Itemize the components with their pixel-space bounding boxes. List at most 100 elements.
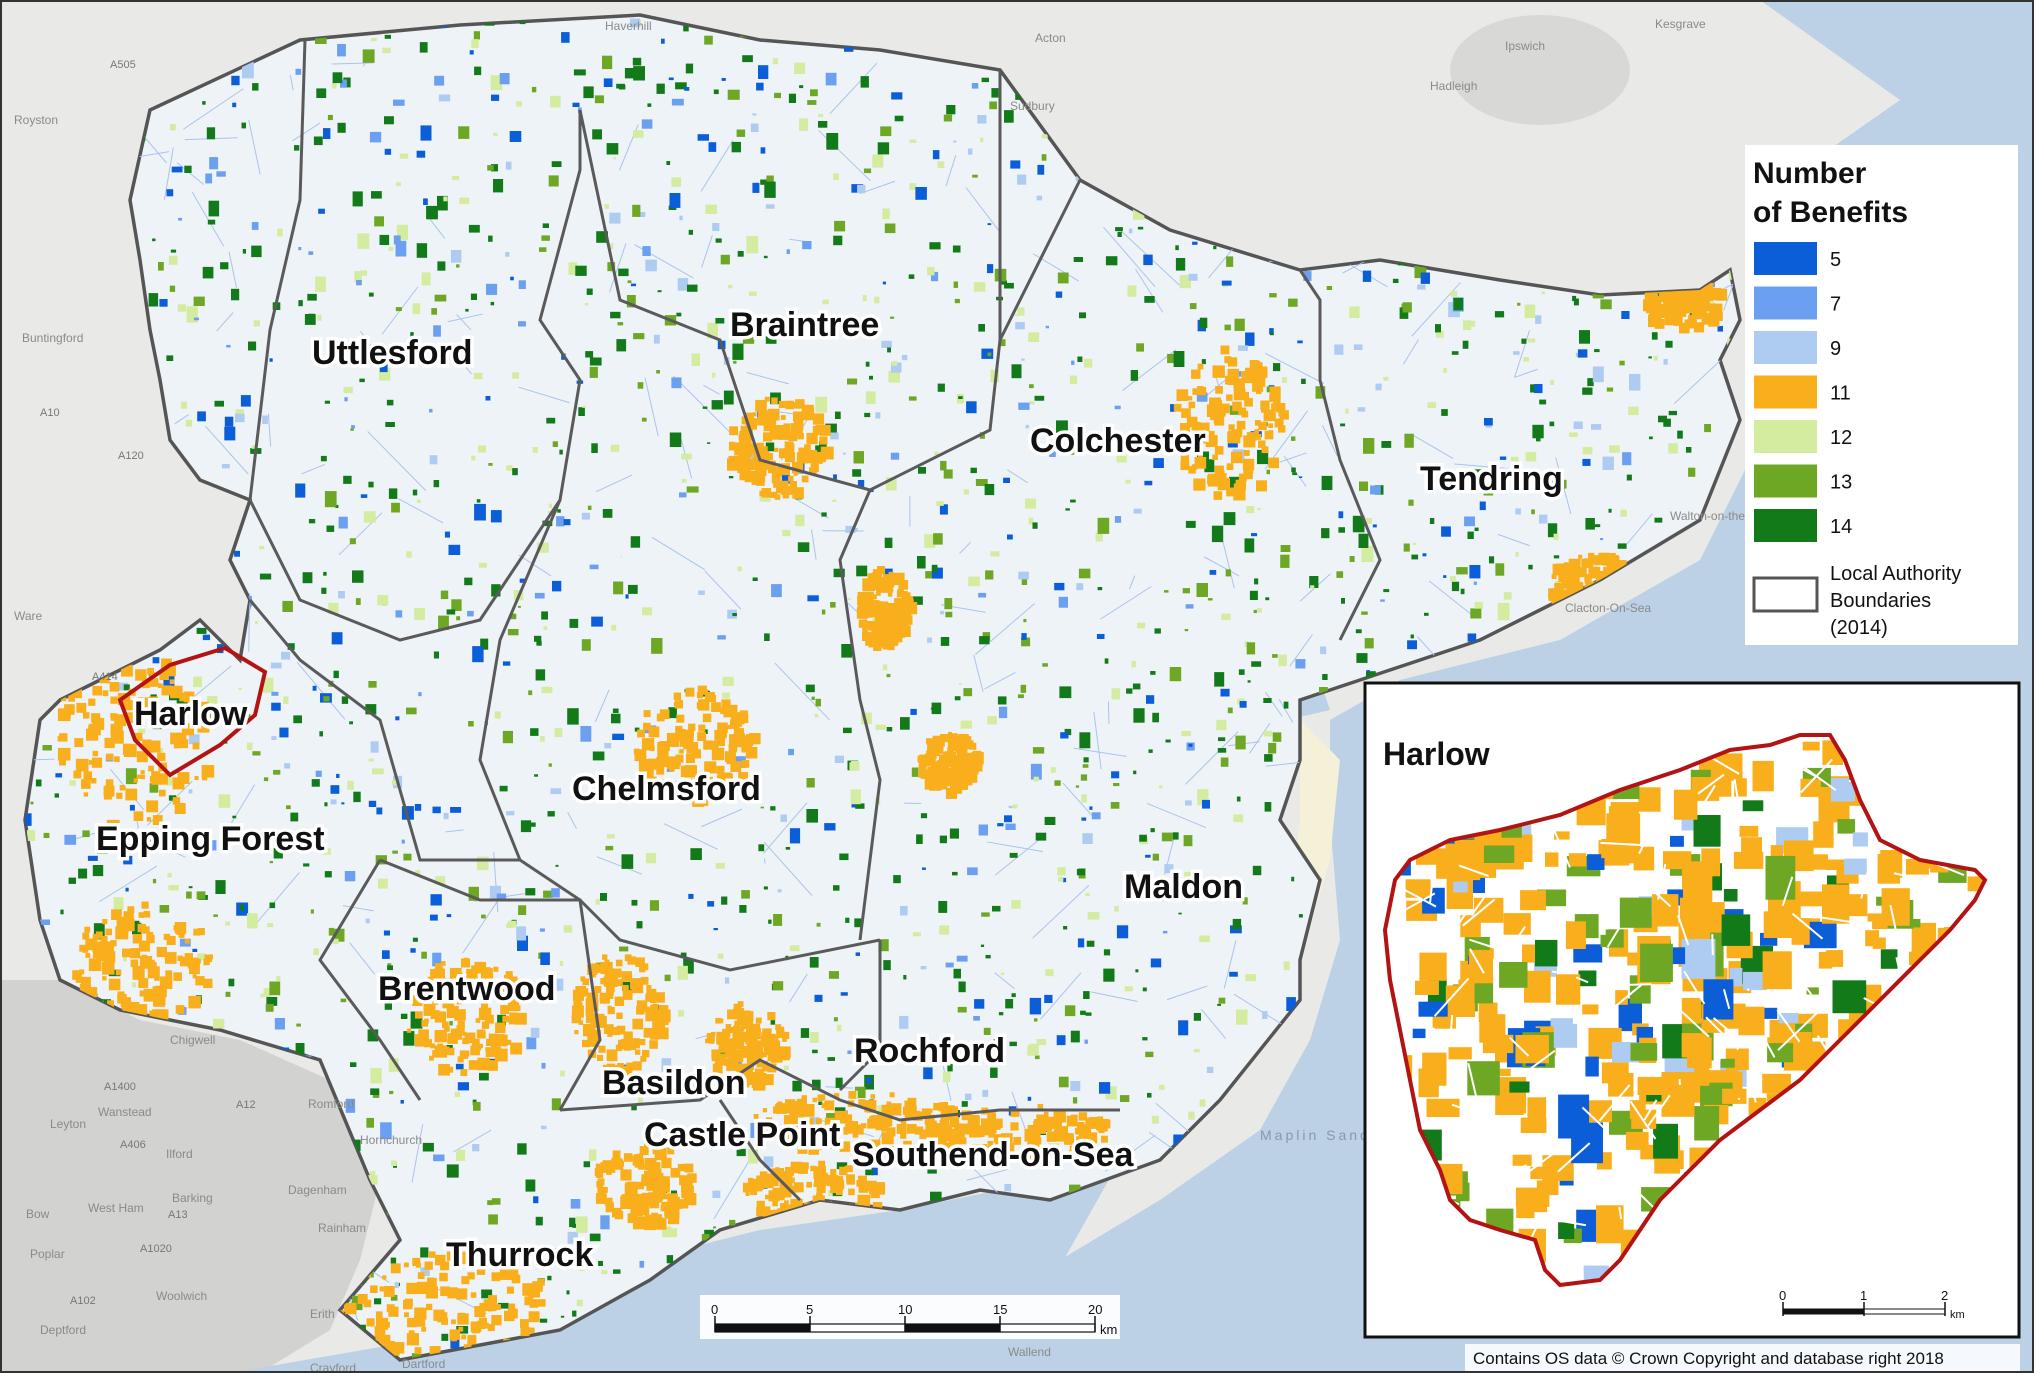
benefit-patch	[1027, 1096, 1032, 1101]
benefit-patch-urban	[635, 957, 645, 967]
benefit-patch	[794, 62, 805, 74]
place-label: Ware	[14, 609, 43, 623]
field-boundary-line	[965, 187, 1002, 234]
benefit-patch-urban	[1226, 463, 1234, 470]
benefit-patch-urban	[772, 1187, 785, 1200]
benefit-patch-urban	[135, 669, 147, 681]
benefit-patch-urban	[157, 1000, 164, 1007]
road-label: A12	[236, 1099, 256, 1111]
field-boundary-line	[703, 384, 720, 395]
benefit-patch-urban	[421, 1020, 429, 1027]
benefit-patch	[1124, 986, 1133, 992]
benefit-patch	[123, 684, 130, 691]
benefit-patch-urban	[383, 1286, 395, 1297]
benefit-patch	[1150, 828, 1155, 833]
benefit-patch-urban	[971, 1144, 980, 1152]
benefit-patch	[1356, 653, 1368, 663]
benefit-patch	[235, 409, 244, 417]
field-boundary-line	[1093, 711, 1102, 770]
benefit-patch-urban	[788, 1126, 802, 1139]
benefit-patch	[1456, 567, 1468, 575]
benefit-patch-urban	[688, 723, 696, 731]
benefit-patch-urban	[1194, 457, 1207, 469]
benefit-patch	[886, 673, 891, 678]
benefit-patch	[681, 453, 692, 460]
benefit-patch	[616, 339, 627, 352]
benefit-patch	[727, 609, 737, 619]
benefit-patch-urban	[817, 1094, 824, 1101]
benefit-patch-urban	[606, 1063, 616, 1073]
benefit-patch-urban	[484, 1299, 496, 1312]
benefit-patch	[752, 577, 758, 581]
field-boundary-line	[594, 689, 610, 722]
benefit-patch	[1206, 1066, 1214, 1073]
benefit-patch-urban	[1684, 319, 1694, 329]
benefit-patch-urban	[899, 625, 911, 637]
benefit-patch	[434, 294, 447, 302]
benefit-patch-urban	[869, 1116, 874, 1121]
benefit-patch	[603, 78, 613, 87]
benefit-patch-urban	[780, 1051, 790, 1061]
benefit-patch	[550, 95, 561, 108]
benefit-patch-urban	[83, 771, 93, 780]
field-boundary-line	[25, 758, 55, 762]
benefit-patch	[1403, 543, 1410, 552]
place-label: Bow	[26, 1207, 50, 1221]
benefit-patch	[929, 242, 941, 250]
benefit-patch-urban	[764, 1119, 770, 1125]
benefit-patch	[1011, 364, 1022, 379]
benefit-patch-urban	[1244, 397, 1253, 407]
benefit-patch-urban	[1650, 306, 1655, 311]
benefit-patch-urban	[993, 1134, 1003, 1143]
benefit-patch	[751, 775, 758, 783]
benefit-patch	[158, 262, 164, 271]
benefit-patch-urban	[102, 919, 108, 925]
benefit-patch	[567, 708, 579, 725]
benefit-patch-urban	[1214, 415, 1225, 426]
benefit-patch	[1236, 1009, 1248, 1025]
benefit-patch	[239, 904, 244, 911]
benefit-patch-urban	[596, 1171, 604, 1178]
benefit-patch-urban	[418, 1029, 429, 1040]
benefit-patch	[923, 1067, 933, 1080]
benefit-patch-urban	[870, 606, 881, 618]
field-boundary-line	[183, 88, 244, 130]
benefit-patch	[587, 505, 592, 510]
benefit-patch	[356, 280, 362, 286]
benefit-patch	[1199, 935, 1210, 943]
place-label: Maplin Sands	[1260, 1127, 1381, 1143]
benefit-patch	[541, 1062, 546, 1069]
benefit-patch-urban	[92, 946, 98, 953]
benefit-patch-urban	[1232, 401, 1242, 412]
benefit-patch-urban	[154, 994, 166, 1006]
benefit-patch-urban	[605, 1203, 614, 1213]
benefit-patch	[763, 1156, 774, 1168]
benefit-patch	[293, 844, 297, 848]
benefit-patch	[1420, 272, 1430, 284]
benefit-patch-urban	[1709, 305, 1719, 315]
benefit-patch	[570, 1199, 581, 1209]
field-boundary-line	[445, 829, 464, 833]
benefit-patch-urban	[514, 1012, 527, 1025]
benefit-patch	[170, 124, 176, 131]
benefit-patch	[909, 183, 917, 190]
benefit-patch	[421, 951, 427, 959]
benefit-patch	[1404, 433, 1414, 448]
benefit-patch-urban	[721, 1043, 728, 1049]
benefit-patch	[792, 1080, 802, 1092]
benefit-patch-urban	[839, 1166, 848, 1176]
field-boundary-line	[518, 386, 570, 404]
benefit-patch-urban	[772, 466, 782, 477]
benefit-patch	[1341, 598, 1345, 604]
benefit-patch-urban	[477, 1320, 486, 1330]
benefit-patch-urban	[960, 1123, 972, 1135]
benefit-patch	[171, 166, 183, 173]
benefit-patch-urban	[692, 794, 705, 807]
benefit-patch	[552, 441, 558, 447]
benefit-patch-urban	[92, 750, 99, 757]
benefit-patch-urban	[767, 1063, 777, 1073]
benefit-patch	[746, 235, 759, 254]
benefit-patch	[704, 1229, 714, 1238]
benefit-patch	[1142, 987, 1147, 992]
benefit-patch	[908, 274, 915, 279]
